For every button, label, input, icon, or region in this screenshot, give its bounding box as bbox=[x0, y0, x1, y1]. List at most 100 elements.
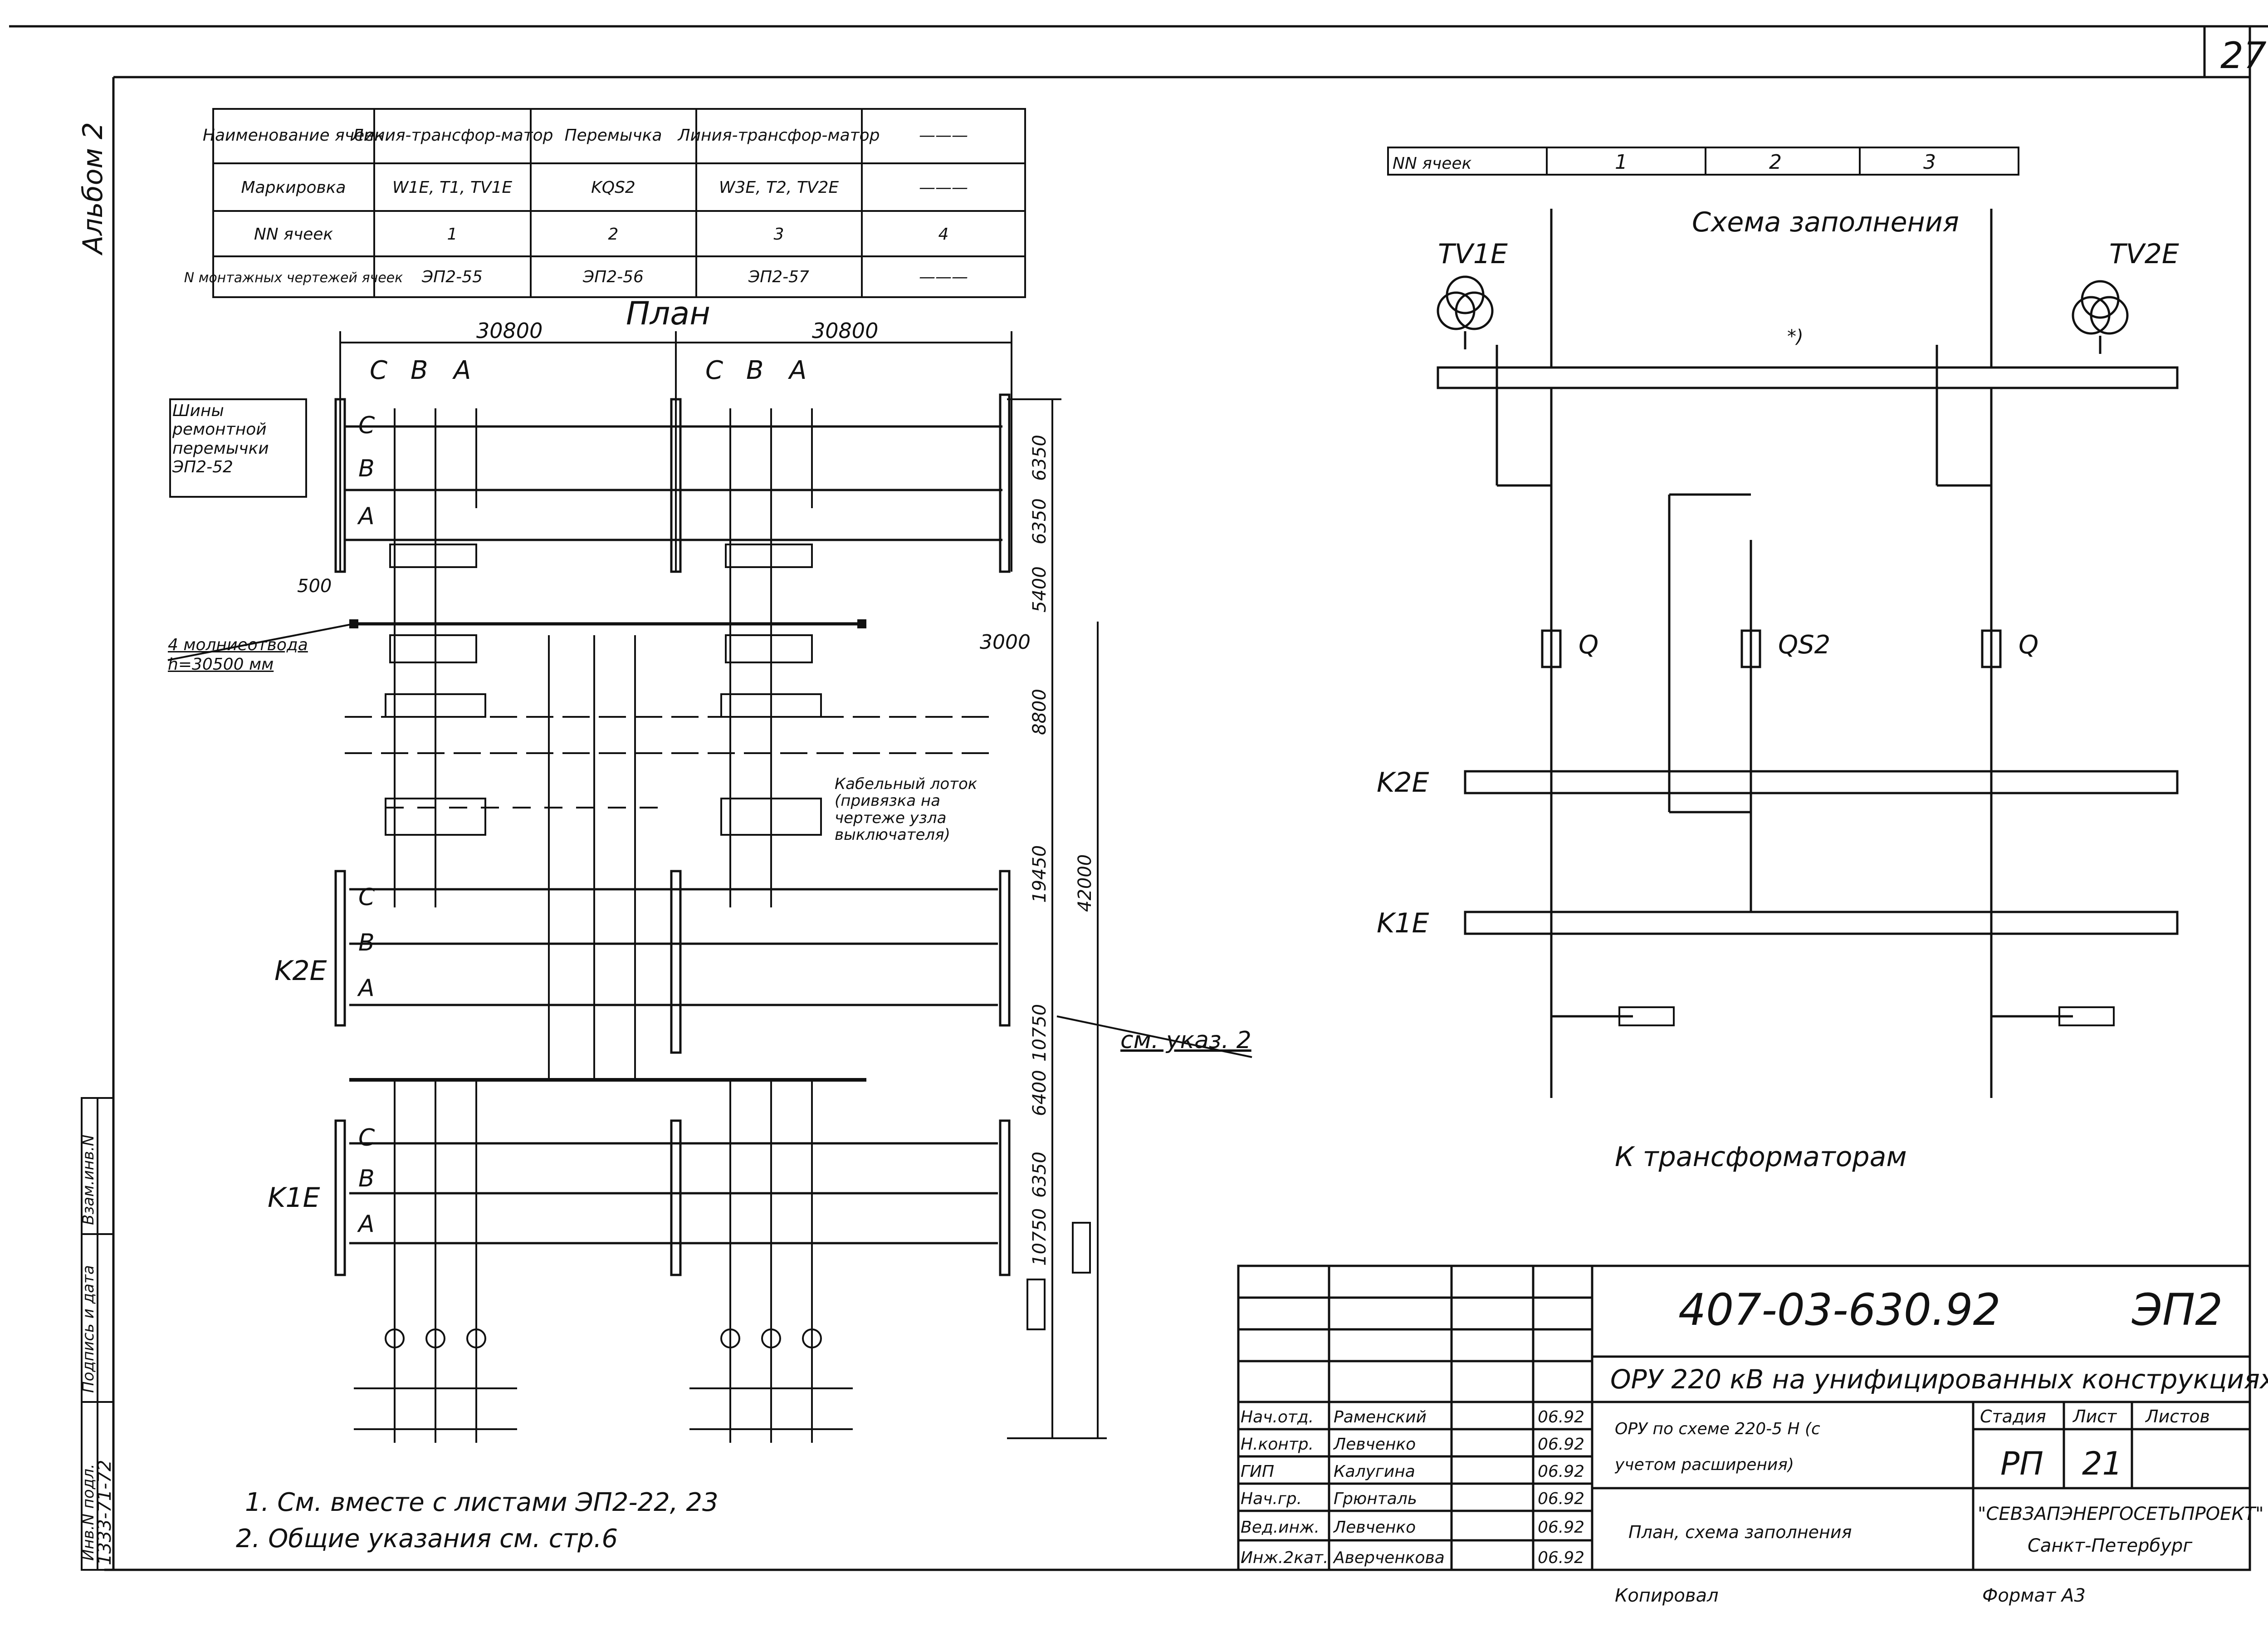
stamp-role-3: ГИП bbox=[1241, 1462, 1274, 1481]
scheme-bypass-bus bbox=[1437, 366, 2179, 389]
scheme-bus-k1e bbox=[1464, 911, 2179, 935]
album-label: Альбом 2 bbox=[77, 122, 109, 256]
lightning-note: 4 молниеотвода h=30500 мм bbox=[168, 636, 308, 674]
plan-phase-b-2: B bbox=[746, 356, 763, 385]
stamp-role-4: Нач.гр. bbox=[1241, 1490, 1302, 1508]
scheme-q-left: Q bbox=[1579, 630, 1598, 660]
dim-19450: 19450 bbox=[1029, 845, 1050, 903]
plan-phase-a-2: A bbox=[788, 356, 807, 385]
stamp-stage: РП bbox=[2000, 1445, 2043, 1482]
table-cell-name-1: Линия-трансфор-матор bbox=[351, 126, 553, 145]
scheme-feeder-2 bbox=[1668, 493, 1761, 912]
plan-phase-a-1: A bbox=[452, 356, 471, 385]
stamp-date-2: 06.92 bbox=[1538, 1435, 1584, 1454]
scheme-header-cell-2: 2 bbox=[1769, 151, 1782, 174]
plan-dim-3000: 3000 bbox=[980, 631, 1031, 654]
scheme-header-cell-3: 3 bbox=[1923, 151, 1936, 174]
stamp-sheets-label: Листов bbox=[2145, 1406, 2210, 1426]
dim-6350-a: 6350 bbox=[1029, 435, 1050, 481]
table-row-label-marking: Маркировка bbox=[241, 178, 346, 197]
plan-title: План bbox=[626, 295, 710, 332]
table-cell-drawing-4: ——— bbox=[919, 268, 968, 286]
table-row-label-drawings: N монтажных чертежей ячеек bbox=[184, 270, 403, 286]
table-cell-drawing-1: ЭП2-55 bbox=[421, 268, 483, 286]
table-cell-number-3: 3 bbox=[774, 225, 784, 244]
stamp-name-5: Левченко bbox=[1333, 1518, 1416, 1537]
plan-right-dimensions bbox=[1007, 398, 1107, 1439]
table-row-label-numbers: NN ячеек bbox=[254, 225, 333, 244]
scheme-title: Схема заполнения bbox=[1692, 206, 1959, 238]
stamp-city: Санкт-Петербург bbox=[2028, 1535, 2193, 1556]
side-inv-value: 1333-71-72 bbox=[94, 1460, 115, 1565]
busbar-note: Шины ремонтной перемычки ЭП2-52 bbox=[172, 402, 269, 477]
scheme-label-k1e: K1E bbox=[1377, 907, 1429, 939]
scheme-header-cell-1: 1 bbox=[1615, 151, 1628, 174]
plan-label-k2e: K2E bbox=[274, 955, 327, 987]
plan-bus-k1e bbox=[334, 1119, 1011, 1276]
plan-phase-c-1: C bbox=[370, 356, 387, 385]
scheme-header-label: NN ячеек bbox=[1393, 154, 1472, 173]
stamp-name-4: Грюнталь bbox=[1334, 1490, 1417, 1508]
table-cell-number-2: 2 bbox=[608, 225, 619, 244]
plan-phase-c-2: C bbox=[705, 356, 723, 385]
table-cell-name-3: Линия-трансфор-матор bbox=[677, 126, 880, 145]
table-cell-name-2: Перемычка bbox=[565, 126, 662, 145]
stamp-role-5: Вед.инж. bbox=[1241, 1518, 1320, 1537]
see-note-leader bbox=[1056, 1015, 1252, 1058]
stamp-date-4: 06.92 bbox=[1538, 1490, 1584, 1508]
k1e-phase-a: A bbox=[357, 1210, 375, 1238]
scheme-bottom-caption: К трансформаторам bbox=[1615, 1141, 1907, 1173]
dim-6400: 6400 bbox=[1029, 1070, 1050, 1116]
stamp-date-5: 06.92 bbox=[1538, 1518, 1584, 1537]
scheme-feeder-3 bbox=[1936, 209, 2073, 1098]
plan-outgoing-left bbox=[354, 1080, 517, 1443]
k1e-phase-c: C bbox=[358, 1124, 375, 1152]
dim-8800: 8800 bbox=[1029, 689, 1050, 735]
stamp-role-1: Нач.отд. bbox=[1241, 1408, 1314, 1426]
sheet-frame bbox=[9, 25, 2268, 1571]
dim-42000: 42000 bbox=[1075, 854, 1095, 912]
lightning-rod-2 bbox=[857, 619, 866, 628]
table-cell-marking-1: W1E, T1, TV1E bbox=[392, 178, 512, 197]
stamp-date-1: 06.92 bbox=[1538, 1408, 1584, 1426]
stamp-sheet: 21 bbox=[2082, 1445, 2122, 1482]
plan-bus-phase-c: C bbox=[358, 412, 375, 439]
scheme-bus-k2e bbox=[1464, 770, 2179, 794]
cable-note: Кабельный лоток (привязка на чертеже узл… bbox=[835, 776, 978, 844]
scheme-tv-left: TV1E bbox=[1438, 238, 1508, 270]
scheme-star-mark: *) bbox=[1787, 326, 1804, 347]
plan-repair-buses bbox=[334, 393, 1011, 573]
dim-5400: 5400 bbox=[1029, 566, 1050, 613]
plan-dim-500: 500 bbox=[297, 576, 332, 597]
stamp-copied: Копировал bbox=[1615, 1585, 1719, 1606]
k2e-phase-c: C bbox=[358, 884, 375, 911]
plan-bypass-section bbox=[345, 635, 989, 1080]
table-cell-marking-2: KQS2 bbox=[591, 178, 635, 197]
stamp-name-3: Калугина bbox=[1334, 1462, 1415, 1481]
stamp-desc2: План, схема заполнения bbox=[1628, 1522, 1852, 1542]
note-1: 1. См. вместе с листами ЭП2-22, 23 bbox=[245, 1488, 719, 1517]
plan-see-note: см. указ. 2 bbox=[1120, 1027, 1251, 1054]
side-vzam: Взам.инв.N bbox=[79, 1135, 98, 1225]
k2e-phase-b: B bbox=[358, 929, 375, 956]
table-cell-marking-3: W3E, T2, TV2E bbox=[719, 178, 839, 197]
stamp-format: Формат А3 bbox=[1982, 1585, 2086, 1606]
stamp-role-6: Инж.2кат. bbox=[1241, 1549, 1328, 1567]
side-stamp bbox=[81, 1097, 114, 1571]
table-cell-name-4: ——— bbox=[919, 126, 968, 145]
stamp-name-2: Левченко bbox=[1333, 1435, 1416, 1454]
table-cell-number-4: 4 bbox=[938, 225, 949, 244]
lightning-leader bbox=[167, 623, 354, 661]
table-row-label-name: Наименование ячеек bbox=[203, 126, 384, 145]
plan-dim-top-left: 30800 bbox=[476, 319, 543, 343]
dim-6350-b: 6350 bbox=[1029, 498, 1050, 544]
scheme-transformer-out-1 bbox=[1618, 1006, 1675, 1026]
plan-dim-top-right: 30800 bbox=[812, 319, 878, 343]
plan-cell-3-equipment bbox=[720, 408, 822, 907]
main-stamp bbox=[1237, 1264, 2251, 1571]
stamp-sheet-label: Лист bbox=[2072, 1406, 2117, 1426]
stamp-stage-label: Стадия bbox=[1980, 1406, 2046, 1426]
stamp-sheet-code: ЭП2 bbox=[2131, 1284, 2223, 1335]
scheme-feeder-1 bbox=[1496, 209, 1633, 1098]
